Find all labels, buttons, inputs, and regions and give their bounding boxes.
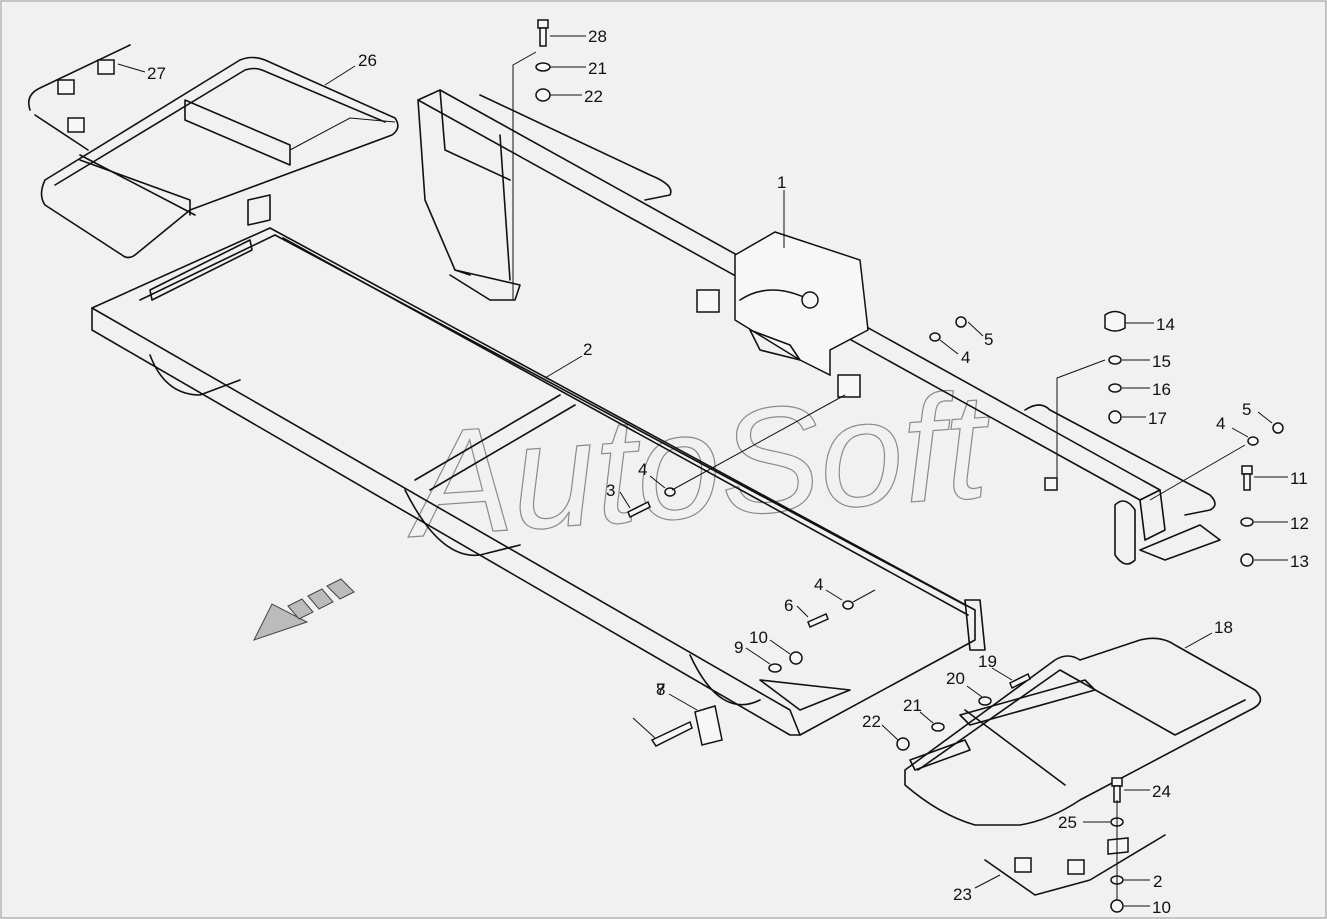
callout-label: 28 — [588, 27, 607, 46]
forward-direction-arrow-icon — [253, 578, 355, 641]
callout-label: 21 — [588, 59, 607, 78]
leader-lines — [117, 35, 1288, 907]
callout-label: 20 — [946, 669, 965, 688]
callout-label: 4 — [1216, 414, 1225, 433]
washer-20-icon — [978, 696, 992, 706]
callout-label: 22 — [862, 712, 881, 731]
callout-label: 27 — [147, 64, 166, 83]
nut-10-bottom-icon — [1110, 899, 1124, 913]
callout-label: 15 — [1152, 352, 1171, 371]
nut-17-icon — [1108, 410, 1122, 424]
washer-21-top-icon — [535, 62, 551, 72]
callout-label: 4 — [814, 575, 823, 594]
nut-13-icon — [1240, 553, 1254, 567]
callout-label: 12 — [1290, 514, 1309, 533]
callout-label: 21 — [903, 696, 922, 715]
callout-label: 5 — [1242, 400, 1251, 419]
callout-label: 26 — [358, 51, 377, 70]
front-rack-18 — [904, 637, 1262, 826]
knob-14-icon — [1104, 310, 1126, 332]
washer-9-icon — [768, 663, 782, 673]
bolt-28-icon — [537, 19, 549, 47]
watermark-text: AutoSoft — [398, 360, 997, 569]
bracket-8-icon — [694, 705, 723, 746]
callout-label: 4 — [638, 460, 647, 479]
callout-label: 9 — [734, 638, 743, 657]
callout-label: 1 — [777, 173, 786, 192]
callout-label: 8 — [656, 680, 665, 699]
rear-rack-26 — [40, 56, 399, 259]
callout-label: 14 — [1156, 315, 1175, 334]
callout-label: 6 — [784, 596, 793, 615]
nut-10-icon — [789, 651, 803, 665]
bolt-19-icon — [1009, 672, 1031, 690]
callout-label: 13 — [1290, 552, 1309, 571]
washer-4-mid-icon — [842, 600, 854, 610]
callout-label: 10 — [1152, 898, 1171, 917]
nut-5-upper-icon — [955, 316, 967, 328]
bolt-11-icon — [1241, 465, 1253, 491]
callout-label: 22 — [584, 87, 603, 106]
nut-22-top-icon — [535, 88, 551, 102]
clip-bottom-icon — [1107, 837, 1129, 855]
rod-23 — [984, 834, 1166, 896]
bolt-7-icon — [650, 720, 693, 747]
callout-label: 19 — [978, 652, 997, 671]
washer-16-icon — [1108, 383, 1122, 393]
callout-label: 2 — [583, 340, 592, 359]
nut-22-low-icon — [896, 737, 910, 751]
callout-label: 23 — [953, 885, 972, 904]
bolt-3-icon — [627, 500, 651, 519]
rod-27 — [27, 44, 131, 151]
washer-12-icon — [1240, 517, 1254, 527]
callout-label: 5 — [984, 330, 993, 349]
center-beam-1 — [417, 89, 1221, 565]
main-frame-2 — [91, 194, 986, 736]
nut-5-right-icon — [1272, 422, 1284, 434]
washer-4-upper-icon — [929, 332, 941, 342]
callout-label: 4 — [961, 348, 970, 367]
bolt-24-icon — [1111, 777, 1123, 803]
callout-label: 10 — [749, 628, 768, 647]
callout-labels: 28 21 22 26 27 1 2 5 4 14 15 16 17 5 4 1… — [147, 27, 1309, 917]
washer-21-low-icon — [931, 722, 945, 732]
callout-label: 24 — [1152, 782, 1171, 801]
callout-label: 18 — [1214, 618, 1233, 637]
washer-4-right-icon — [1247, 436, 1259, 446]
callout-label: 16 — [1152, 380, 1171, 399]
callout-label: 25 — [1058, 813, 1077, 832]
callout-label: 17 — [1148, 409, 1167, 428]
washer-15-icon — [1108, 355, 1122, 365]
callout-label: 2 — [1153, 872, 1162, 891]
callout-label: 11 — [1290, 469, 1308, 488]
callout-label: 7 — [656, 680, 665, 699]
bolt-6-icon — [807, 612, 829, 629]
callout-label: 3 — [606, 481, 615, 500]
